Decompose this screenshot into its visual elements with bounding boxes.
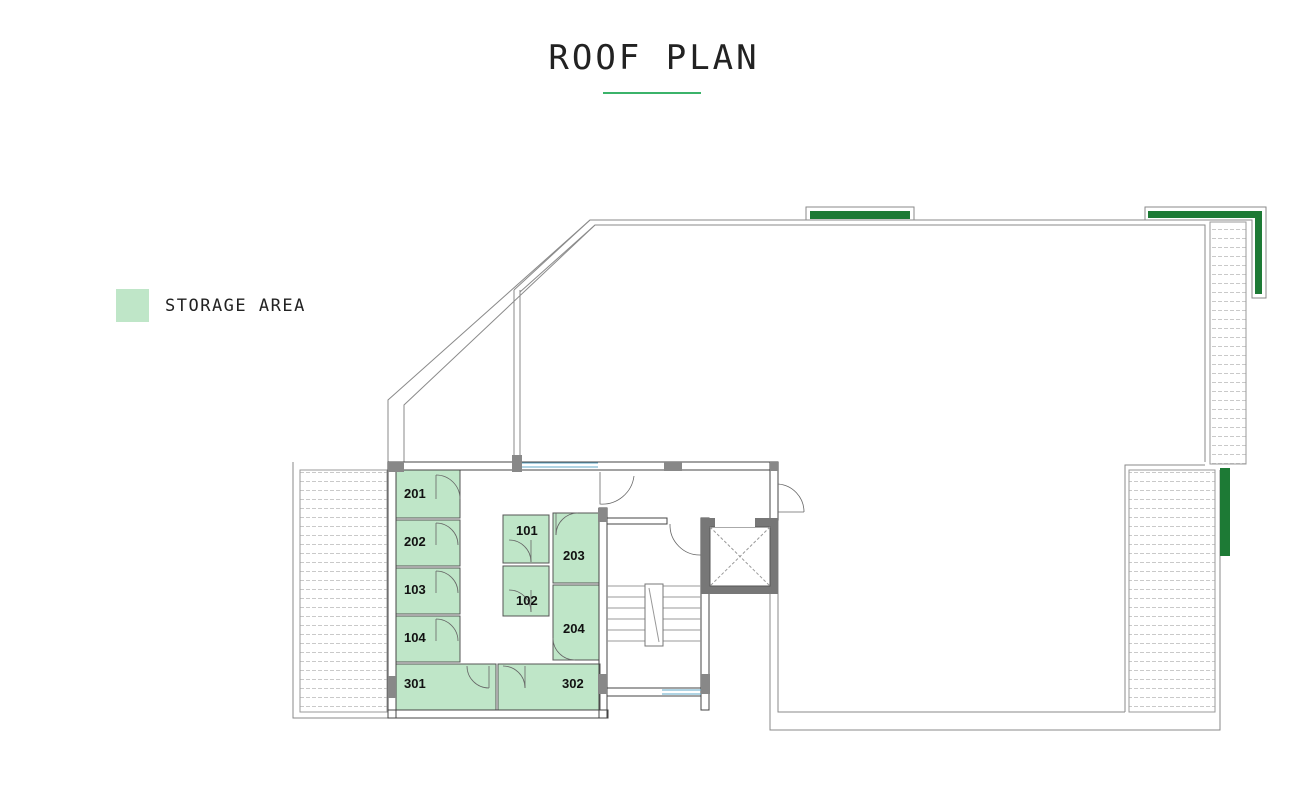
storage-fills [395,469,601,711]
legend-swatch-storage [116,289,149,322]
planters [805,206,1267,556]
door-swings [435,472,805,689]
roof-outline [292,219,1221,731]
unit-label-104: 104 [404,630,426,645]
unit-labels: 201 202 103 104 301 101 102 203 204 302 [404,486,585,691]
unit-label-202: 202 [404,534,426,549]
deck-top-right [1209,221,1247,465]
planter-right [1220,468,1230,556]
legend-label: STORAGE AREA [165,295,306,316]
unit-label-203: 203 [563,548,585,563]
columns [388,455,778,698]
unit-label-302: 302 [562,676,584,691]
unit-label-103: 103 [404,582,426,597]
unit-label-102: 102 [516,593,538,608]
stairs [607,583,701,647]
deck-right [1128,469,1216,713]
core-walls [387,461,779,719]
legend: STORAGE AREA [116,289,306,322]
deck-left [299,469,388,713]
unit-label-301: 301 [404,676,426,691]
title-underline [603,92,701,94]
unit-label-204: 204 [563,621,585,636]
unit-label-201: 201 [404,486,426,501]
unit-label-101: 101 [516,523,538,538]
windows [522,462,701,695]
page-title: ROOF PLAN [548,38,760,78]
elevator-shaft [701,518,778,594]
